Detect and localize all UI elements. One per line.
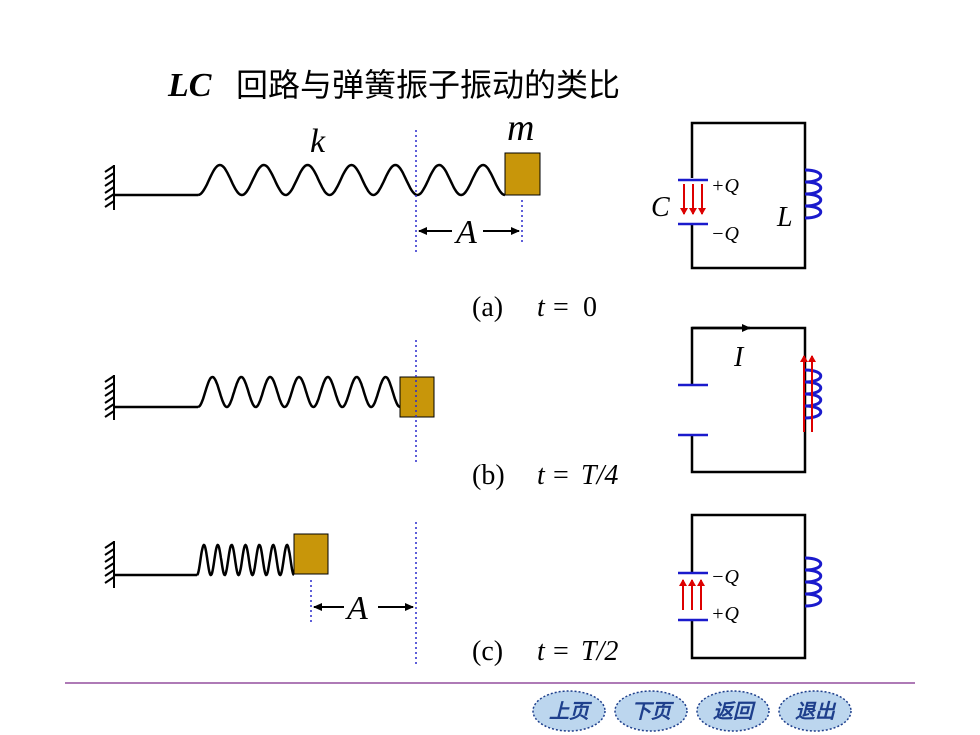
inductor-coil-a <box>804 168 823 220</box>
current-label: I <box>733 342 745 373</box>
caption-a: (a) t = 0 <box>472 292 597 323</box>
wall-hatch-c <box>104 541 115 588</box>
amplitude-label-c: A <box>345 590 368 627</box>
magnetic-field-arrows-up <box>800 355 816 432</box>
mass-block-a <box>504 152 541 196</box>
nav-bar: 上页 下页 返回 退出 <box>532 690 852 732</box>
wall-hatch-b <box>104 375 115 420</box>
lc-circuit-c: −Q +Q <box>678 513 823 660</box>
spring-oscillator-b <box>104 340 435 462</box>
title-text: 回路与弹簧振子振动的类比 <box>236 67 620 103</box>
caption-c-eq: = <box>553 636 569 667</box>
caption-c-tag: (c) <box>472 636 503 667</box>
caption-b-tag: (b) <box>472 460 505 491</box>
caption-a-t: t <box>537 292 546 323</box>
next-page-label: 下页 <box>631 699 675 723</box>
prev-page-button[interactable]: 上页 <box>532 690 606 732</box>
mass-block-b <box>399 376 435 418</box>
page-title: LC 回路与弹簧振子振动的类比 <box>167 67 620 104</box>
lc-circuit-a: C L +Q −Q <box>651 121 823 270</box>
wall-hatch-a <box>104 165 115 210</box>
lc-circuit-b: I <box>678 324 823 474</box>
mass-label: m <box>507 107 534 149</box>
caption-b-eq: = <box>553 460 569 491</box>
spring-oscillator-c: A <box>104 522 417 665</box>
exit-label: 退出 <box>795 699 837 723</box>
caption-a-eq: = <box>553 292 569 323</box>
charge-bottom-a: −Q <box>711 223 739 245</box>
caption-c-t: t <box>537 636 546 667</box>
title-prefix: LC <box>167 67 212 104</box>
mass-block-c <box>293 533 329 575</box>
caption-c: (c) t = T/2 <box>472 636 618 667</box>
inductor-label: L <box>776 202 793 233</box>
circuit-wire-b <box>690 326 807 474</box>
inductor-coil-c <box>804 556 823 608</box>
charge-bottom-c: +Q <box>711 603 739 625</box>
next-page-button[interactable]: 下页 <box>614 690 688 732</box>
caption-b: (b) t = T/4 <box>472 460 618 491</box>
caption-b-val: T/4 <box>581 460 618 491</box>
circuit-wire-a <box>690 121 807 270</box>
capacitor-label: C <box>651 192 670 223</box>
caption-c-val: T/2 <box>581 636 618 667</box>
caption-a-tag: (a) <box>472 292 503 323</box>
electric-field-arrows-down <box>680 184 706 215</box>
caption-b-t: t <box>537 460 546 491</box>
prev-page-label: 上页 <box>549 699 593 723</box>
charge-top-a: +Q <box>711 175 739 197</box>
spring-oscillator-a: A k m <box>104 107 541 252</box>
charge-top-c: −Q <box>711 566 739 588</box>
exit-button[interactable]: 退出 <box>778 690 852 732</box>
amplitude-label-a: A <box>454 214 477 251</box>
caption-a-val: 0 <box>583 292 597 323</box>
spring-a <box>197 163 506 197</box>
spring-b <box>197 375 401 409</box>
circuit-wire-c <box>690 513 807 660</box>
back-button[interactable]: 返回 <box>696 690 770 732</box>
spring-constant-label: k <box>310 123 326 160</box>
spring-c <box>196 543 295 577</box>
electric-field-arrows-up <box>679 579 705 610</box>
back-label: 返回 <box>713 699 756 723</box>
